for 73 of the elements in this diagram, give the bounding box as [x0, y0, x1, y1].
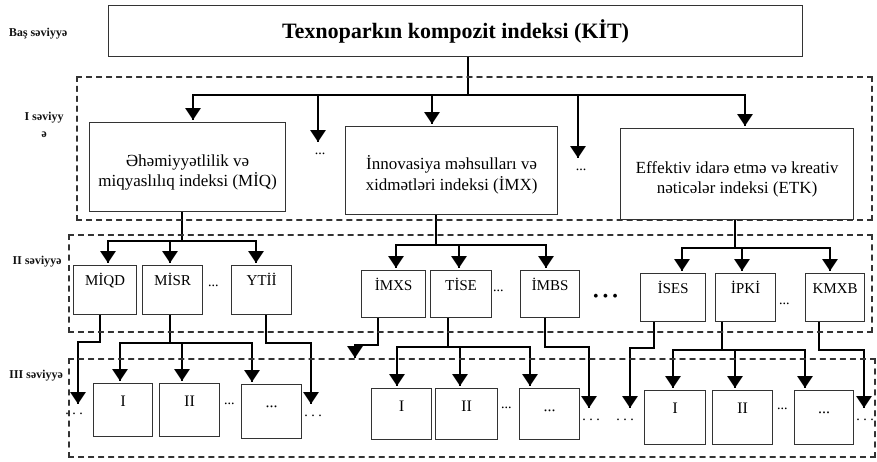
connector-arrow	[467, 57, 753, 126]
ellipsis-mark: ...	[777, 399, 788, 413]
indicator-box	[794, 390, 854, 445]
indicator-label: KMXB	[812, 280, 858, 298]
index-box	[108, 5, 803, 57]
connector-arrow	[818, 320, 872, 408]
ellipsis-mark: ...	[501, 398, 512, 412]
indicator-box	[435, 388, 498, 440]
indicator-box	[73, 265, 137, 315]
indicator-label: I	[398, 397, 404, 416]
indicator-box	[345, 126, 558, 215]
indicator-label: İnnovasiya məhsulları və xidmətləri indeksi (İMX)	[364, 154, 538, 195]
indicator-label: II	[461, 397, 472, 416]
indicator-label: ...	[266, 393, 278, 412]
connector-arrow	[544, 316, 597, 408]
indicator-label: Əhəmiyyətlilik və miqyaslılıq indeksi (MİQ)	[97, 150, 278, 192]
indicator-label: I	[120, 392, 126, 412]
ellipsis-mark: . . .	[856, 410, 874, 424]
indicator-label: I	[672, 399, 678, 418]
indicator-label: II	[184, 392, 195, 412]
indicator-label: İMXS	[374, 277, 412, 295]
ellipsis-mark: ...	[224, 394, 234, 408]
connector-arrow	[70, 313, 101, 404]
indicator-label: ...	[818, 399, 830, 418]
indicator-label: ...	[544, 397, 556, 416]
ellipsis-mark: ...	[779, 294, 790, 308]
indicator-box	[620, 128, 854, 220]
indicator-label: YTİİ	[246, 272, 276, 290]
indicator-box	[715, 273, 776, 322]
ellipsis-mark: ...	[314, 144, 326, 158]
indicator-box	[159, 383, 220, 437]
level-label: III səviyyə	[8, 366, 64, 383]
indicator-box	[231, 265, 292, 315]
ellipsis-mark: ...	[493, 281, 504, 295]
connector-arrow	[435, 213, 554, 268]
indicator-box	[520, 270, 580, 318]
ellipsis-mark: ...	[208, 276, 218, 290]
indicator-box	[241, 384, 302, 439]
ellipsis-mark: • • •	[593, 289, 618, 305]
indicator-label: TİSE	[445, 277, 477, 295]
indicator-label: İSES	[658, 280, 688, 298]
connector-arrow	[734, 218, 838, 271]
indicator-box	[430, 270, 492, 318]
indicator-label: MİSR	[154, 272, 191, 290]
connector-arrow	[447, 316, 538, 386]
indicator-box	[519, 388, 580, 440]
indicator-label: İPKİ	[730, 280, 760, 298]
indicator-box	[93, 383, 153, 437]
ellipsis-mark: . . .	[65, 404, 83, 418]
index-title: Texnoparkın kompozit indeksi (KİT)	[282, 18, 629, 44]
connector-arrow	[622, 320, 655, 408]
ellipsis-mark: . . .	[616, 410, 634, 424]
indicator-box	[361, 270, 426, 318]
indicator-label: MİQD	[85, 272, 125, 290]
level-label: II səviyyə	[12, 252, 62, 269]
indicator-box	[644, 390, 706, 445]
indicator-box	[89, 122, 286, 212]
connector-arrow	[347, 316, 379, 358]
connector-arrow	[721, 320, 813, 388]
indicator-box	[805, 273, 865, 322]
level-label: I səviyy ə	[24, 108, 64, 142]
indicator-label: Effektiv idarə etmə və kreativ nəticələr indeksi (ETK)	[634, 158, 840, 198]
ellipsis-mark: . . .	[304, 406, 322, 420]
indicator-box	[712, 390, 773, 445]
indicator-box	[640, 273, 706, 322]
indicator-label: İMBS	[532, 277, 568, 295]
indicator-label: II	[737, 399, 748, 418]
indicator-box	[142, 265, 203, 315]
level-label: Baş səviyyə	[8, 24, 68, 41]
indicator-box	[371, 388, 432, 440]
connector-arrow	[265, 313, 319, 404]
ellipsis-mark: . . .	[582, 410, 600, 424]
ellipsis-mark: ...	[576, 160, 586, 174]
